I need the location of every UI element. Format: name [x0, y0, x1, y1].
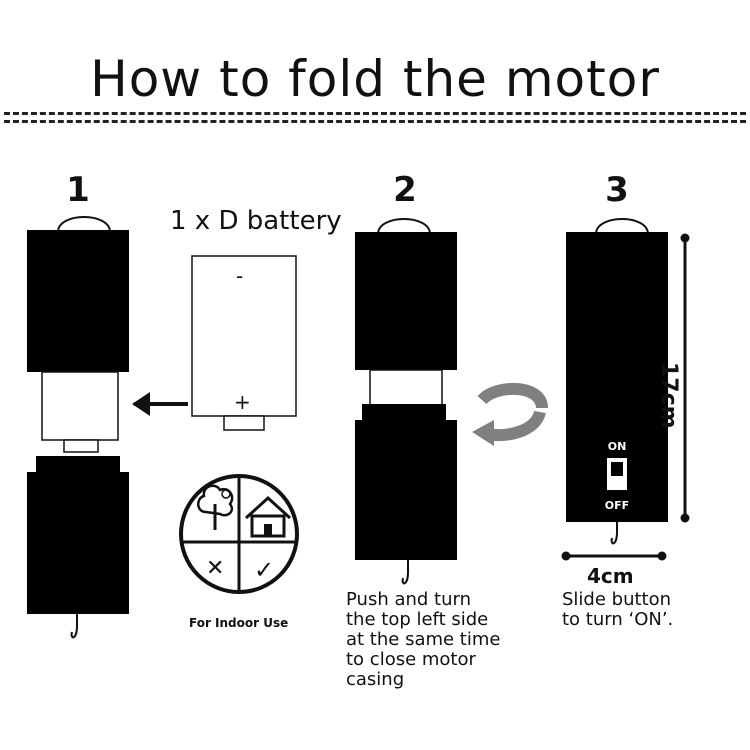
- check-icon: ✓: [254, 556, 275, 584]
- step-number-2: 2: [393, 170, 417, 210]
- switch-knob: [611, 462, 623, 476]
- hook-icon: [610, 531, 618, 545]
- step2-caption-line: to close motor: [346, 649, 476, 670]
- tree-icon: [197, 484, 234, 530]
- step2-caption-line: Push and turn: [346, 589, 471, 610]
- motor-bottom-casing: [355, 420, 457, 560]
- step1-motor: [27, 216, 129, 639]
- battery-body: [191, 255, 297, 417]
- step2-caption: Push and turn the top left side at the s…: [346, 590, 500, 690]
- step2-motor: [355, 218, 457, 585]
- minus-sign: -: [236, 264, 244, 288]
- cross-icon: ✕: [206, 556, 225, 581]
- step2-caption-line: at the same time: [346, 629, 501, 650]
- battery-contact: [63, 439, 99, 453]
- height-label: 17cm: [656, 362, 681, 429]
- hook-icon: [70, 625, 78, 639]
- motor-top-casing: [27, 230, 129, 372]
- switch-on-label: ON: [607, 440, 627, 453]
- inner-sleeve: [369, 369, 443, 407]
- indoor-use-icon: [179, 474, 299, 594]
- height-dimension: [680, 233, 690, 523]
- width-dimension: [561, 551, 667, 561]
- step-number-1: 1: [66, 170, 90, 210]
- indoor-use-label: For Indoor Use: [189, 616, 289, 630]
- battery-compartment: [41, 371, 119, 441]
- motor-bottom-casing: [27, 472, 129, 614]
- dashed-divider-bottom: [4, 120, 746, 123]
- battery-label: 1 x D battery: [170, 206, 342, 236]
- page-title: How to fold the motor: [90, 50, 660, 108]
- rotate-arrow-icon: [472, 382, 548, 446]
- house-icon: [244, 495, 292, 538]
- battery-terminal: [223, 415, 265, 431]
- motor-bottom-collar: [36, 456, 120, 474]
- left-arrow-icon: [132, 392, 150, 416]
- switch-off-label: OFF: [604, 499, 630, 512]
- step3-caption-line: to turn ‘ON’.: [562, 609, 674, 630]
- hook-icon: [401, 571, 409, 585]
- step3-caption: Slide button to turn ‘ON’.: [562, 590, 673, 630]
- motor-top-casing: [355, 232, 457, 370]
- hang-loop-icon: [377, 218, 431, 235]
- step2-caption-line: casing: [346, 669, 405, 690]
- step2-caption-line: the top left side: [346, 609, 489, 630]
- step3-motor: [566, 218, 668, 545]
- step-number-3: 3: [605, 170, 629, 210]
- sun-icon: [221, 489, 231, 499]
- motor-bottom-collar: [362, 404, 446, 422]
- width-label: 4cm: [587, 564, 634, 588]
- hang-loop-icon: [595, 218, 649, 235]
- step3-caption-line: Slide button: [562, 589, 672, 610]
- dashed-divider-top: [4, 112, 746, 115]
- d-battery: [191, 255, 297, 431]
- hang-loop-icon: [57, 216, 111, 233]
- plus-sign: +: [234, 390, 251, 414]
